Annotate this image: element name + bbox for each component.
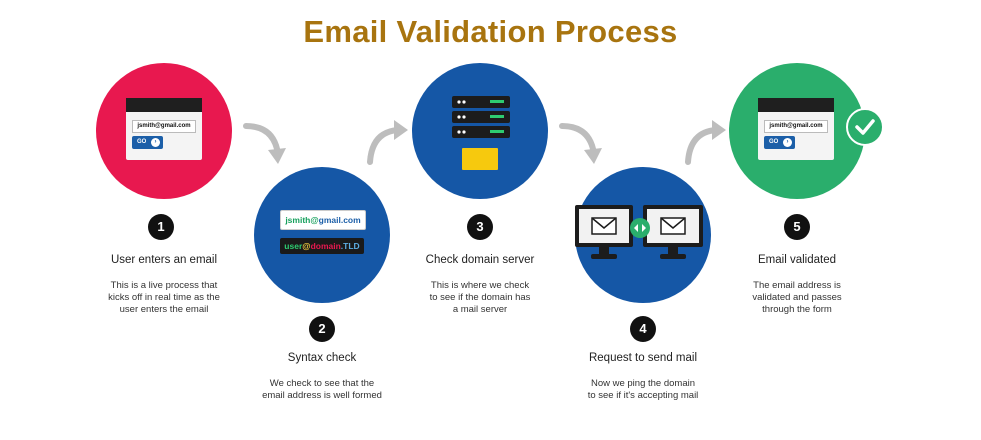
step-2-circle [254, 167, 390, 303]
step-3-title: Check domain server [425, 254, 535, 266]
step-4-title: Request to send mail [588, 352, 698, 364]
step-4-number: 4 [630, 316, 656, 342]
step-1-title: User enters an email [110, 254, 218, 266]
go-button-mock: GO› [132, 136, 163, 149]
step-5-number: 5 [784, 214, 810, 240]
browser-window-icon: jsmith@gmail.com GO› [126, 98, 202, 160]
email-syntax-pill: jsmith@gmail.com [280, 210, 366, 230]
step-3-number: 3 [467, 214, 493, 240]
curved-arrow-icon [559, 123, 602, 164]
server-stack-icon [452, 96, 510, 138]
curved-arrow-icon [367, 120, 408, 165]
monitor-icon [575, 205, 703, 259]
page-title: Email Validation Process [303, 14, 678, 49]
step-2-number: 2 [309, 316, 335, 342]
curved-arrow-icon [243, 123, 286, 164]
sync-arrows-icon [630, 218, 650, 238]
checkmark-icon [846, 108, 884, 146]
go-button-mock: GO› [764, 136, 795, 149]
step-2-title: Syntax check [287, 352, 357, 364]
step-1-number: 1 [148, 214, 174, 240]
email-input-mock: jsmith@gmail.com [132, 120, 196, 133]
browser-window-icon: jsmith@gmail.com GO› [758, 98, 834, 160]
step-5-title: Email validated [758, 254, 836, 266]
email-pattern-pill: user@domain.TLD [280, 238, 364, 254]
email-input-mock: jsmith@gmail.com [764, 120, 828, 133]
envelope-icon [462, 148, 498, 170]
curved-arrow-icon [685, 120, 726, 165]
